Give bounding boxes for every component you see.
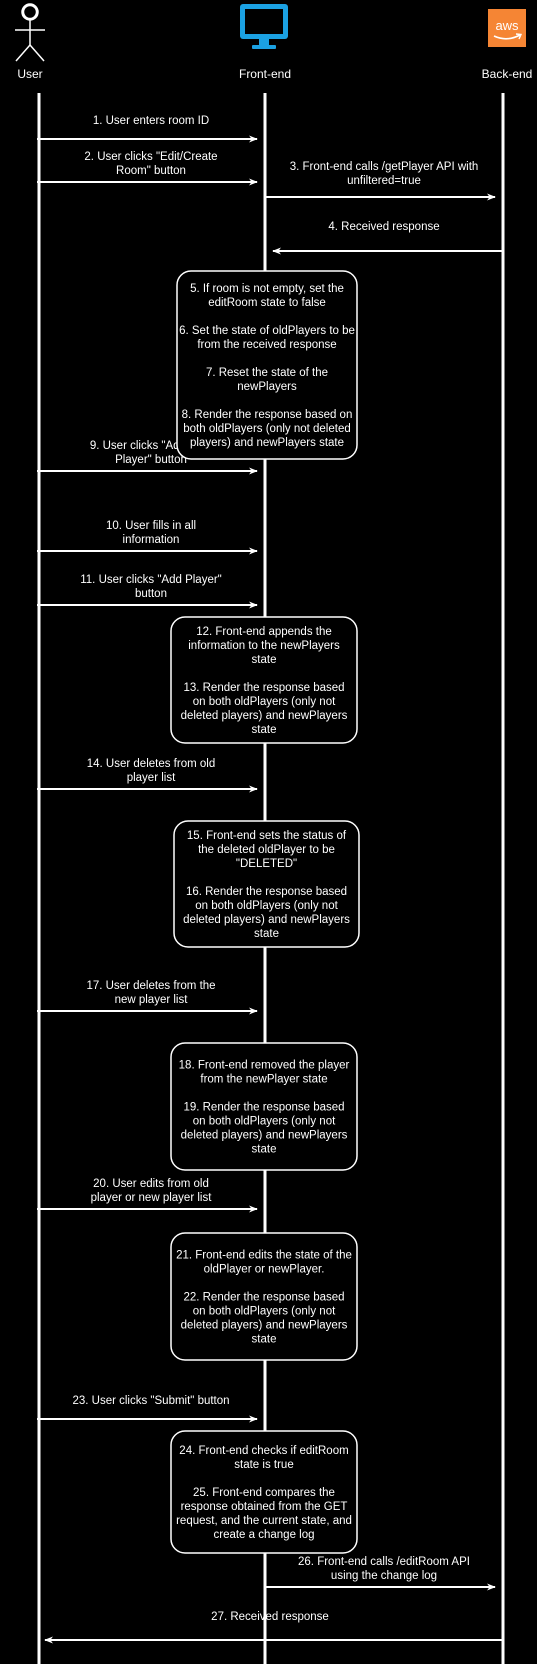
note-line: 25. Front-end compares the — [193, 1487, 335, 1499]
message-label: player list — [127, 772, 176, 784]
note-line: 24. Front-end checks if editRoom — [179, 1445, 348, 1457]
message-label: 4. Received response — [328, 221, 439, 233]
note-line: deleted players) and newPlayers — [181, 1320, 348, 1332]
note-box — [170, 1232, 358, 1361]
note-line: from the newPlayer state — [200, 1074, 327, 1086]
note-5-8: 5. If room is not empty, set the editRoom… — [176, 270, 358, 460]
message-label: unfiltered=true — [347, 175, 421, 187]
note-line: 8. Render the response based on — [182, 409, 353, 421]
message-20: 20. User edits from old player or new pla… — [37, 1178, 258, 1213]
note-line: 22. Render the response based — [183, 1292, 344, 1304]
note-line: state — [252, 1144, 277, 1156]
note-box — [170, 616, 358, 744]
message-label: 23. User clicks "Submit" button — [72, 1395, 229, 1407]
message-label: 11. User clicks "Add Player" — [80, 574, 222, 586]
note-line: 21. Front-end edits the state of the — [176, 1250, 352, 1262]
message-label: 20. User edits from old — [93, 1178, 209, 1190]
note-line: response obtained from the GET — [181, 1501, 348, 1513]
message-label: 17. User deletes from the — [86, 980, 215, 992]
note-line: information to the newPlayers — [188, 640, 340, 652]
note-line: on both oldPlayers (only not — [193, 1116, 336, 1128]
message-label: player or new player list — [91, 1192, 213, 1204]
note-line: deleted players) and newPlayers — [181, 710, 348, 722]
note-box — [170, 1042, 358, 1171]
message-label: 14. User deletes from old — [87, 758, 215, 770]
message-17: 17. User deletes from the new player list — [37, 980, 258, 1015]
monitor-icon — [240, 4, 288, 49]
note-line: deleted players) and newPlayers — [181, 1130, 348, 1142]
message-label: using the change log — [331, 1570, 437, 1582]
note-24-25: 24. Front-end checks if editRoom state is… — [170, 1430, 358, 1554]
note-line: players) and newPlayers state — [190, 437, 344, 449]
message-label: 1. User enters room ID — [93, 115, 209, 127]
note-line: state — [252, 724, 277, 736]
message-3: 3. Front-end calls /getPlayer API with un… — [265, 161, 496, 201]
message-label: new player list — [115, 994, 189, 1006]
note-line: on both oldPlayers (only not — [193, 1306, 336, 1318]
note-line: 18. Front-end removed the player — [179, 1060, 350, 1072]
note-line: 12. Front-end appends the — [196, 626, 332, 638]
message-23: 23. User clicks "Submit" button — [37, 1395, 258, 1423]
note-line: state — [252, 1334, 277, 1346]
note-21-22: 21. Front-end edits the state of the oldP… — [170, 1232, 358, 1361]
message-label: 27. Received response — [211, 1611, 329, 1623]
note-line: newPlayers — [237, 381, 297, 393]
note-line: state — [254, 928, 279, 940]
message-label: information — [123, 534, 180, 546]
note-line: state — [252, 654, 277, 666]
note-box — [170, 1430, 358, 1554]
note-line: the deleted oldPlayer to be — [198, 844, 335, 856]
note-line: from the received response — [197, 339, 336, 351]
note-line: oldPlayer or newPlayer. — [204, 1264, 325, 1276]
message-26: 26. Front-end calls /editRoom API using t… — [265, 1556, 496, 1591]
message-14: 14. User deletes from old player list — [37, 758, 258, 793]
message-label: Player" button — [115, 454, 187, 466]
note-line: 13. Render the response based — [183, 682, 344, 694]
note-line: "DELETED" — [236, 858, 297, 870]
note-18-19: 18. Front-end removed the player from the… — [170, 1042, 358, 1171]
message-label: Room" button — [116, 165, 186, 177]
note-line: create a change log — [213, 1529, 314, 1541]
aws-icon: aws — [488, 9, 526, 47]
message-10: 10. User fills in all information — [37, 520, 258, 555]
note-box — [176, 270, 358, 460]
note-line: 6. Set the state of oldPlayers to be — [179, 325, 355, 337]
note-line: request, and the current state, and — [176, 1515, 352, 1527]
note-line: deleted players) and newPlayers — [183, 914, 350, 926]
note-line: both oldPlayers (only not deleted — [183, 423, 351, 435]
note-line: 5. If room is not empty, set the — [190, 283, 344, 295]
note-line: on both oldPlayers (only not — [193, 696, 336, 708]
message-label: 26. Front-end calls /editRoom API — [298, 1556, 470, 1568]
note-line: 15. Front-end sets the status of — [187, 830, 347, 842]
message-label: 10. User fills in all — [106, 520, 196, 532]
note-line: 7. Reset the state of the — [206, 367, 328, 379]
note-line: state is true — [234, 1459, 293, 1471]
message-label: button — [135, 588, 167, 600]
message-label: 3. Front-end calls /getPlayer API with — [290, 161, 479, 173]
note-line: 19. Render the response based — [183, 1102, 344, 1114]
participant-frontend-label: Front-end — [239, 67, 291, 81]
note-box — [173, 820, 360, 948]
note-line: editRoom state to false — [208, 297, 326, 309]
message-4: 4. Received response — [272, 221, 503, 255]
message-27: 27. Received response — [44, 1611, 503, 1644]
participant-user-label: User — [17, 67, 42, 81]
stick-figure-icon — [15, 3, 45, 62]
aws-icon-text: aws — [495, 18, 519, 33]
message-label: 2. User clicks "Edit/Create — [84, 151, 217, 163]
participant-backend-label: Back-end — [482, 67, 533, 81]
message-1: 1. User enters room ID — [37, 115, 258, 143]
note-12-13: 12. Front-end appends the information to … — [170, 616, 358, 744]
note-line: 16. Render the response based — [186, 886, 347, 898]
note-15-16: 15. Front-end sets the status of the dele… — [173, 820, 360, 948]
note-line: on both oldPlayers (only not — [195, 900, 338, 912]
message-11: 11. User clicks "Add Player" button — [37, 574, 258, 609]
